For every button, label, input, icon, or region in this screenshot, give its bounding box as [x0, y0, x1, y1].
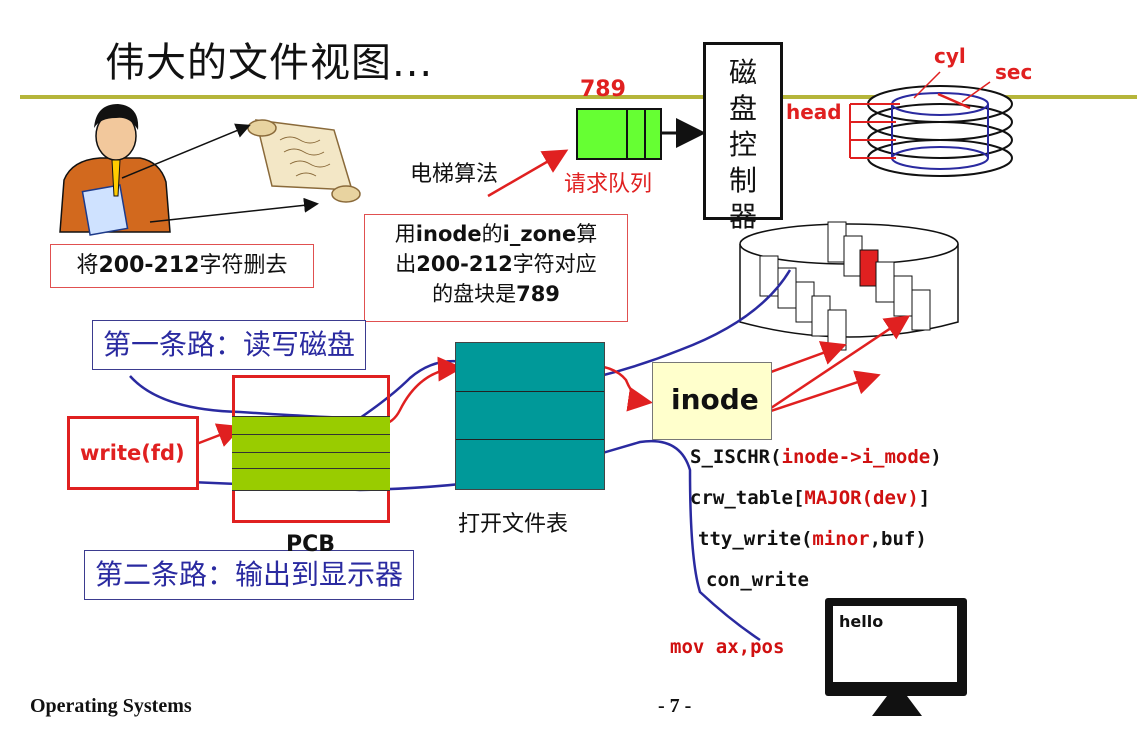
open-file-table: [455, 342, 605, 490]
pcb-file-descriptor-table: [232, 416, 390, 491]
oft-row-line: [456, 439, 604, 440]
monitor-stand: [872, 696, 922, 716]
head-label: head: [786, 100, 842, 124]
note-bold: 200-212: [416, 252, 513, 276]
elevator-algorithm-label: 电梯算法: [410, 162, 499, 187]
disk-blocks-cylinder: [739, 221, 959, 351]
disk-platters-icon: [849, 71, 1013, 177]
note-bold: 789: [516, 282, 560, 306]
inode-box: inode: [652, 362, 772, 440]
scroll-icon: [247, 119, 361, 203]
monitor-text: hello: [839, 612, 884, 631]
note-text: 字符对应: [512, 252, 597, 276]
controller-char: 盘: [728, 92, 757, 125]
note-text: 出: [395, 252, 417, 276]
pcb-row-line: [232, 490, 390, 491]
display-path-curve: [135, 439, 761, 642]
inode-zone-note: 用inode的i_zone算 出200-212字符对应 的盘块是789: [364, 214, 628, 322]
cylinder-label: cyl: [934, 44, 966, 68]
pcb-row-line: [232, 416, 390, 417]
code-highlight: inode->i_mode: [781, 446, 931, 468]
disk-controller: 磁 盘 控 制 器: [703, 42, 783, 233]
code-line-crw-table: crw_table[MAJOR(dev)]: [690, 487, 930, 509]
code-highlight: MAJOR(dev): [804, 487, 919, 509]
code-line-tty-write: tty_write(minor,buf): [698, 528, 927, 550]
code-line-con-write: con_write: [706, 569, 809, 591]
footer-page-number: - 7 -: [658, 695, 692, 717]
oft-row-line: [456, 391, 604, 392]
page-title: 伟大的文件视图...: [105, 40, 434, 86]
note-bold: i_zone: [502, 222, 577, 246]
note-text: 用: [394, 222, 416, 246]
delete-prefix: 将: [76, 253, 99, 278]
request-queue: [576, 108, 662, 160]
code-highlight: minor: [812, 528, 870, 550]
title-divider: [20, 95, 1137, 99]
elevator-arrow: [487, 149, 569, 198]
note-text: 的: [481, 222, 503, 246]
sector-label: sec: [995, 60, 1033, 84]
inode-block-arrow-2: [761, 315, 911, 416]
queue-divider: [644, 110, 646, 158]
pcb-row-line: [232, 468, 390, 469]
person-to-scroll-line-2: [149, 197, 319, 223]
monitor-icon: hello: [825, 598, 967, 696]
code-text: crw_table[: [690, 487, 805, 509]
inode-block-arrow-1: [759, 341, 847, 378]
open-file-table-label: 打开文件表: [458, 512, 569, 537]
delete-suffix: 字符删去: [199, 253, 288, 278]
controller-char: 磁: [728, 56, 757, 89]
note-text: 算: [576, 222, 598, 246]
code-text: ): [930, 446, 942, 468]
queue-divider: [626, 110, 628, 158]
code-text: tty_write(: [698, 528, 813, 550]
write-call-box: write(fd): [67, 416, 199, 490]
note-text: 的盘块是: [432, 282, 517, 306]
code-line-ischr: S_ISCHR(inode->i_mode): [690, 446, 942, 468]
controller-char: 控: [728, 128, 757, 161]
monitor-screen: hello: [833, 606, 957, 682]
code-text: S_ISCHR(: [690, 446, 782, 468]
controller-char: 器: [728, 200, 757, 233]
disk-path-label: 第一条路：读写磁盘: [92, 320, 367, 370]
pcb-row-line: [232, 452, 390, 453]
pcb-row-line: [232, 434, 390, 435]
person-to-scroll-line-1: [121, 123, 251, 179]
display-path-label: 第二条路：输出到显示器: [84, 550, 415, 600]
delete-range: 200-212: [98, 253, 200, 278]
code-text: ,buf): [869, 528, 927, 550]
code-text: ]: [918, 487, 931, 509]
thinking-person-icon: [59, 104, 171, 236]
controller-char: 制: [728, 164, 757, 197]
inode-block-arrow-3: [761, 370, 881, 416]
code-text: con_write: [706, 569, 809, 591]
request-queue-label: 请求队列: [564, 172, 653, 197]
pcb-label: PCB: [286, 532, 336, 557]
note-bold: inode: [415, 222, 482, 246]
footer-course: Operating Systems: [30, 695, 192, 717]
queue-block-number: 789: [580, 77, 626, 102]
code-line-mov: mov ax,pos: [670, 636, 785, 658]
delete-range-box: 将200-212字符删去: [50, 244, 314, 288]
